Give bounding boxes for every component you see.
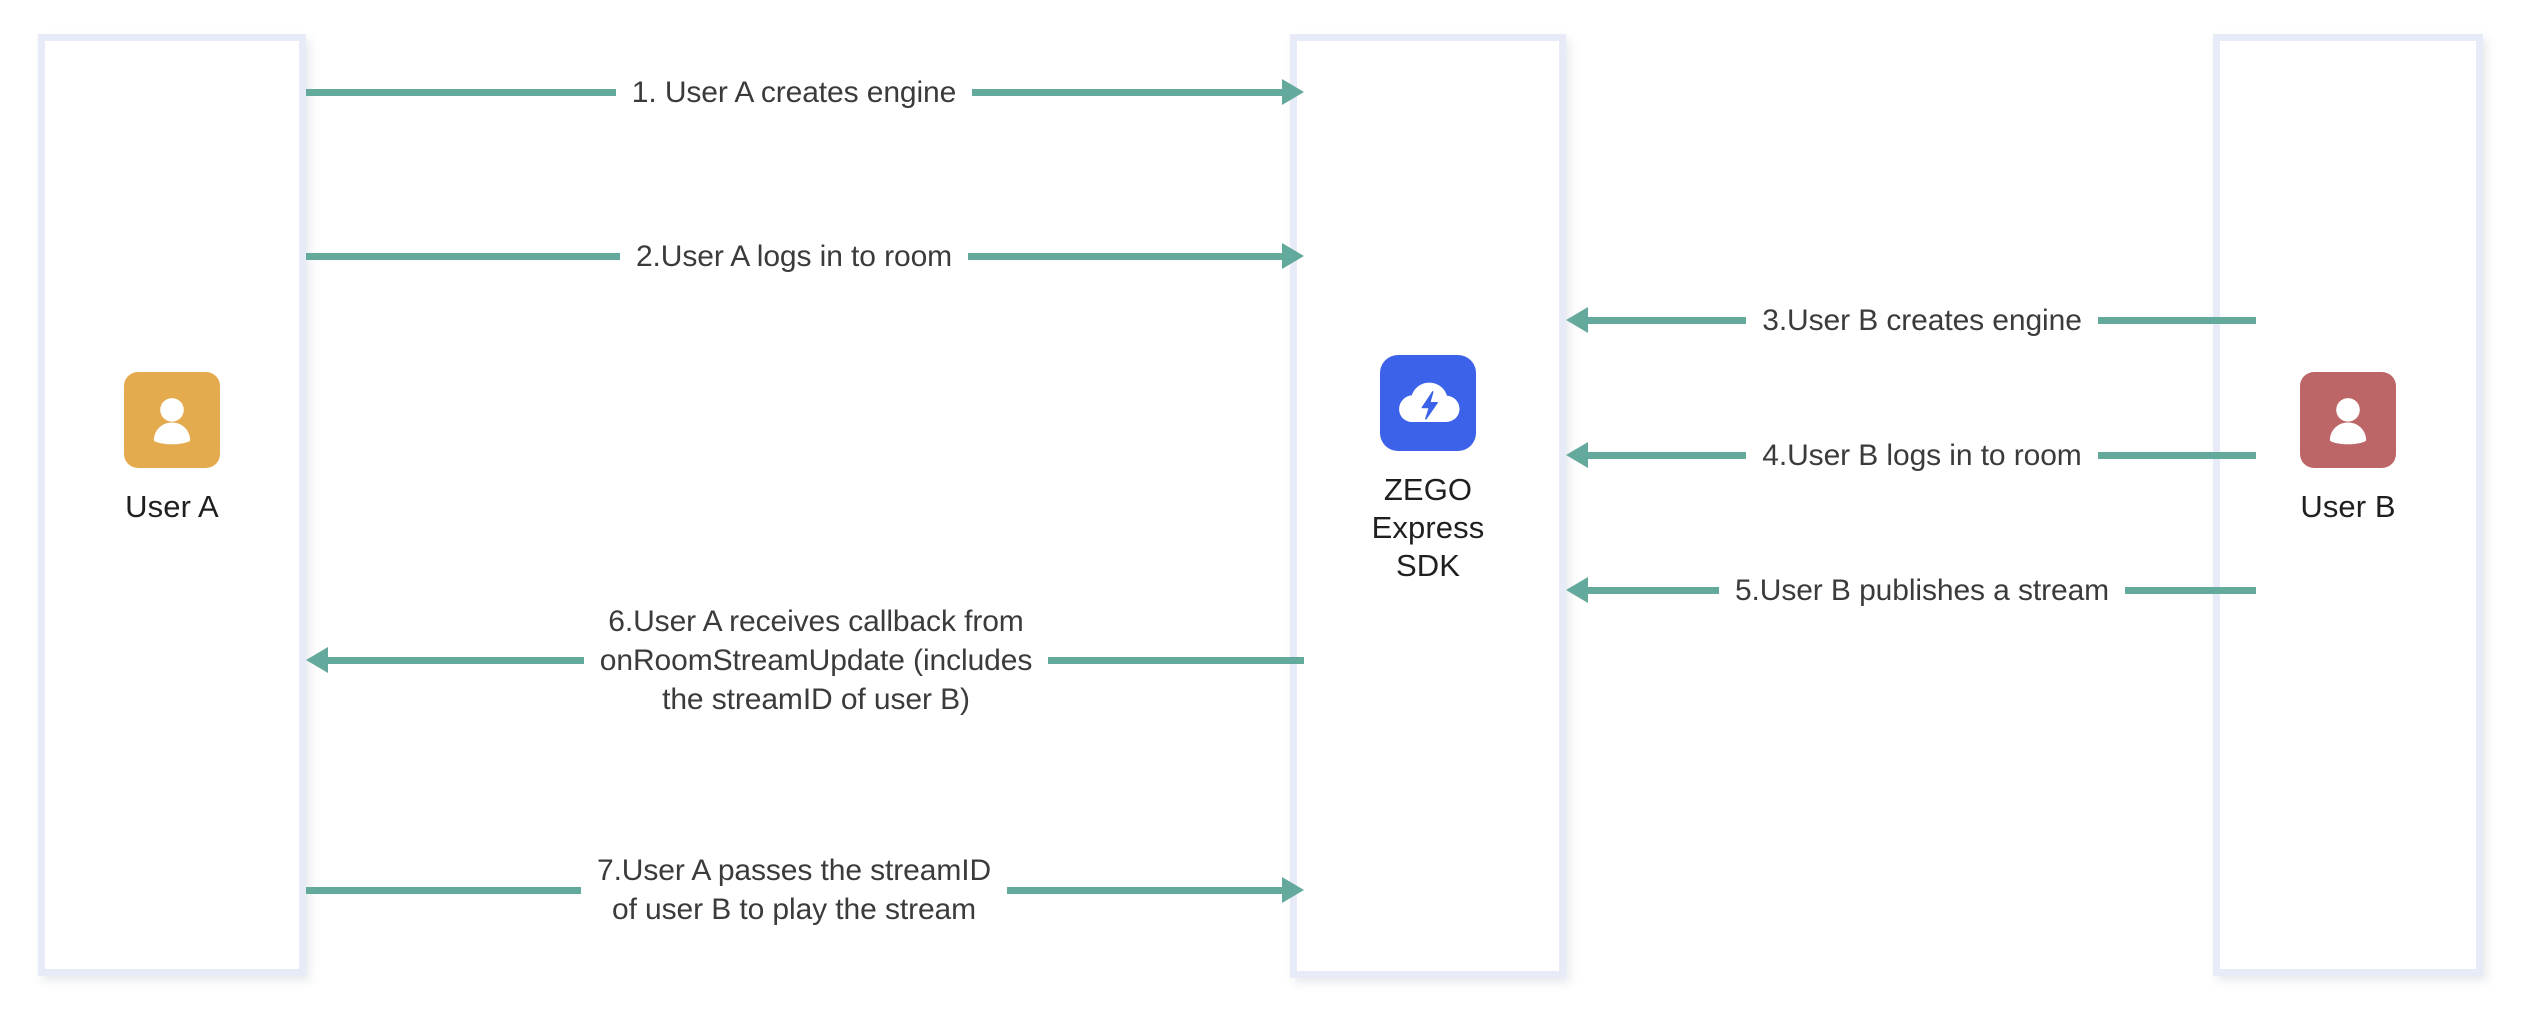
- actor-zego-express-sdk: ZEGO Express SDK: [1290, 355, 1566, 585]
- person-icon: [143, 389, 201, 452]
- arrow-line: [1588, 451, 1747, 459]
- arrow-line: [1588, 586, 1719, 594]
- message-label: 7.User A passes the streamID of user B t…: [596, 854, 992, 926]
- message-label: 3.User B creates engine: [1762, 303, 2082, 337]
- message-label: 1. User A creates engine: [631, 75, 957, 109]
- arrow-line: [1588, 316, 1747, 324]
- actor-caption: ZEGO Express SDK: [1371, 472, 1485, 583]
- arrow-line: [2125, 586, 2257, 594]
- arrow-line: [2097, 451, 2256, 459]
- arrowhead-left-icon: [1566, 307, 1588, 333]
- message-label: 5.User B publishes a stream: [1734, 573, 2110, 607]
- arrow-line: [1048, 656, 1305, 664]
- person-icon: [2319, 389, 2377, 452]
- arrow-line: [1007, 886, 1283, 894]
- arrowhead-left-icon: [1566, 577, 1588, 603]
- arrowhead-right-icon: [1282, 877, 1305, 903]
- message-label: 4.User B logs in to room: [1762, 438, 2082, 472]
- lifeline-box-user-b: [2213, 34, 2483, 976]
- arrow-line: [968, 252, 1282, 260]
- arrow-line: [972, 88, 1282, 96]
- actor-user-b: User B: [2213, 372, 2483, 526]
- arrowhead-right-icon: [1282, 79, 1304, 105]
- avatar: [124, 372, 220, 468]
- arrow-line: [306, 252, 620, 260]
- actor-caption: User B: [2300, 489, 2396, 524]
- actor-caption: User A: [125, 489, 219, 524]
- cloud-lightning-icon: [1393, 370, 1463, 437]
- arrow-line: [2097, 316, 2257, 324]
- arrow-line: [328, 656, 584, 664]
- message-label: 6.User A receives callback from onRoomSt…: [599, 604, 1033, 716]
- arrowhead-left-icon: [306, 647, 328, 673]
- arrow-line: [306, 88, 616, 96]
- arrowhead-right-icon: [1282, 243, 1304, 269]
- avatar: [2300, 372, 2396, 468]
- lifeline-box-user-a: [38, 34, 306, 976]
- arrowhead-left-icon: [1566, 442, 1588, 468]
- sdk-logo: [1380, 355, 1476, 451]
- arrow-line: [306, 886, 581, 894]
- message-label: 2.User A logs in to room: [635, 239, 953, 273]
- actor-user-a: User A: [38, 372, 306, 526]
- lifeline-box-zego-express-sdk: [1290, 34, 1566, 978]
